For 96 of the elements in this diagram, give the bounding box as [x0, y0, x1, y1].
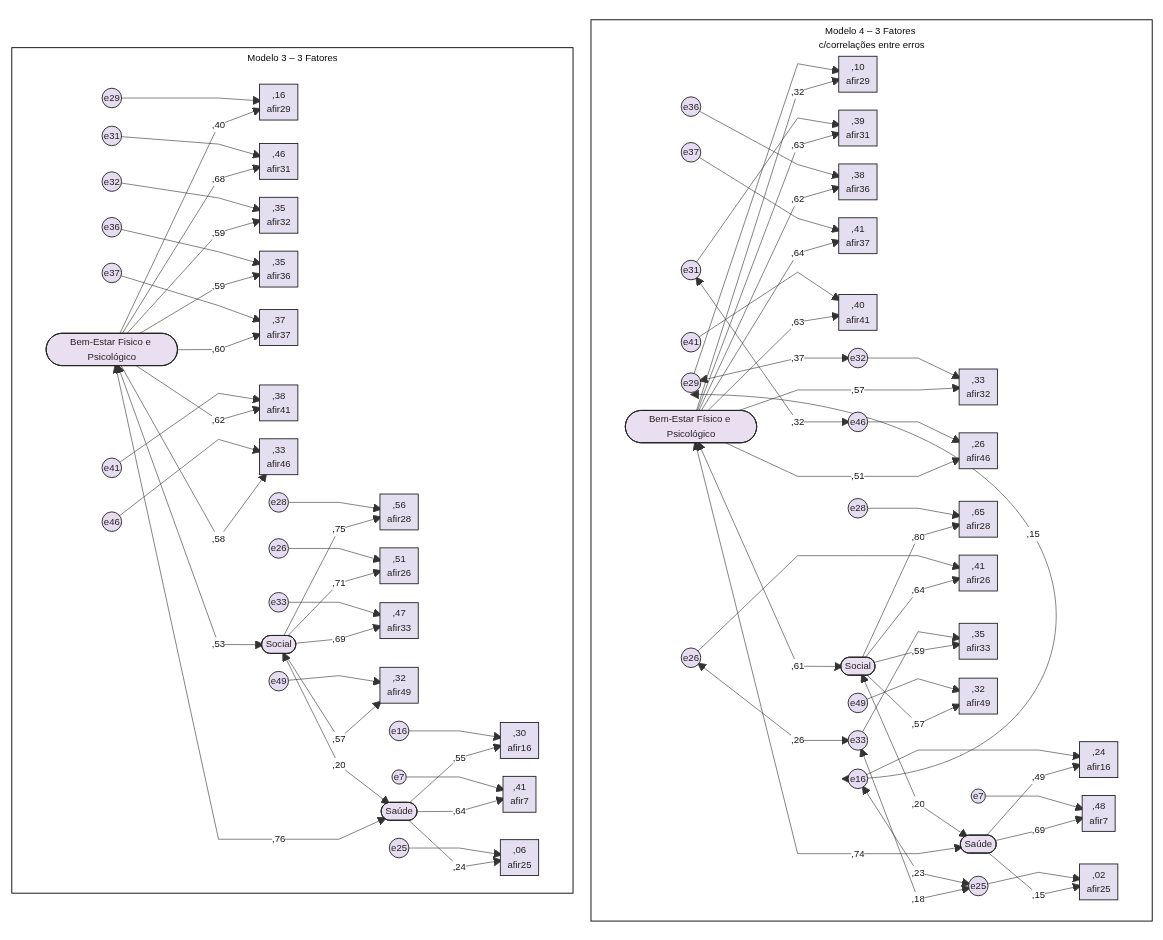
- edge-label: ,75: [331, 523, 346, 534]
- edge-label: ,59: [910, 645, 925, 656]
- node-circle: e37: [680, 141, 701, 163]
- node-circle: e33: [267, 591, 289, 613]
- node-box: ,30 afir16: [499, 721, 539, 759]
- edge-label: ,59: [211, 280, 225, 291]
- edge-label: ,57: [331, 733, 346, 744]
- node-box: ,26 afir46: [958, 431, 998, 469]
- node-circle: e29: [101, 87, 122, 108]
- node-box: ,33 afir46: [258, 437, 298, 475]
- edge-label: ,32: [790, 85, 804, 96]
- edge-label: ,64: [452, 805, 466, 816]
- node-circle: e25: [967, 875, 988, 896]
- node-circle: e36: [101, 216, 122, 238]
- node-box: ,38 afir41: [258, 384, 298, 421]
- node-box: ,06 afir25: [499, 838, 539, 876]
- node-circle: e7: [970, 788, 986, 804]
- node-circle: e41: [101, 457, 122, 478]
- node-box: ,24 afir16: [1078, 740, 1118, 778]
- node-box: ,32 afir49: [379, 666, 419, 704]
- edge-label: ,61: [790, 660, 804, 671]
- node-box: ,65 afir28: [958, 500, 998, 538]
- node-circle: e37: [101, 262, 122, 283]
- node-box: ,48 afir7: [1081, 794, 1116, 832]
- edge-label: ,60: [211, 343, 225, 354]
- edge-label: ,59: [211, 226, 225, 237]
- node-circle: e31: [101, 125, 122, 146]
- node-circle: e46: [101, 511, 122, 532]
- edge-label: ,57: [850, 384, 865, 395]
- edge-label: ,69: [1031, 824, 1045, 835]
- node-box: ,02 afir25: [1078, 863, 1118, 900]
- edge-label: ,18: [910, 893, 925, 904]
- node-box: ,47 afir33: [379, 601, 419, 639]
- node-box: ,38 afir36: [837, 163, 877, 200]
- edge-label: ,32: [790, 416, 804, 427]
- edge-label: ,62: [211, 414, 225, 425]
- edge-label: ,80: [910, 530, 925, 541]
- edge-label: ,15: [1026, 528, 1040, 539]
- edge-label: ,49: [1031, 771, 1045, 782]
- edge-label: ,68: [211, 172, 225, 184]
- edge-label: ,20: [910, 797, 925, 808]
- node-circle: e31: [680, 259, 701, 280]
- edge-label: ,69: [331, 633, 346, 644]
- node-circle: e32: [847, 347, 868, 368]
- edge-label: ,40: [211, 119, 225, 130]
- node-box: ,51 afir26: [379, 546, 419, 584]
- edge-label: ,24: [452, 861, 466, 872]
- node-circle: e49: [267, 670, 289, 691]
- node-box: ,46 afir31: [258, 142, 298, 180]
- edge-label: ,53: [211, 638, 225, 649]
- edge-label: ,71: [331, 577, 346, 588]
- edge-label: ,58: [211, 532, 225, 543]
- node-circle: e25: [388, 837, 409, 858]
- node-box: ,39 afir31: [837, 109, 877, 146]
- node-box: ,41 afir7: [502, 775, 536, 813]
- node-circle: e49: [847, 692, 868, 713]
- node-box: ,40 afir41: [837, 293, 877, 331]
- node-box: ,35 afir32: [258, 196, 298, 234]
- node-circle: e41: [680, 331, 701, 352]
- node-box: ,16 afir29: [258, 83, 298, 121]
- edge-label: ,76: [271, 833, 285, 844]
- edge-label: ,57: [910, 718, 925, 729]
- node-circle: e28: [847, 497, 868, 519]
- node-box: ,32 afir49: [958, 677, 998, 715]
- edge-label: ,55: [452, 752, 466, 763]
- edge-label: ,63: [790, 316, 804, 327]
- edge-label: ,26: [790, 734, 804, 745]
- node-circle: e16: [388, 720, 409, 741]
- node-circle: e7: [391, 768, 407, 785]
- node-box: ,10 afir29: [837, 55, 877, 93]
- edge-label: ,15: [1031, 889, 1045, 900]
- edge-label: ,51: [850, 470, 865, 481]
- node-box: ,33 afir32: [958, 368, 998, 405]
- node-circle: e32: [101, 170, 122, 192]
- edge-label: ,64: [910, 584, 925, 595]
- node-box: ,41 afir26: [958, 554, 998, 591]
- node-circle: e26: [680, 647, 701, 668]
- node-box: ,56 afir28: [379, 493, 419, 530]
- edge-label: ,74: [850, 847, 865, 859]
- edge-label: ,23: [910, 867, 925, 878]
- edge-label: ,63: [790, 139, 804, 150]
- node-box: ,35 afir33: [958, 622, 998, 660]
- node-circle: e28: [267, 491, 289, 513]
- edge-label: ,37: [790, 352, 804, 363]
- edge-label: ,20: [331, 759, 346, 770]
- node-circle: e29: [680, 372, 701, 393]
- edge-label: ,62: [790, 193, 804, 204]
- node-circle: e26: [267, 537, 289, 559]
- node-box: ,37 afir37: [258, 308, 298, 346]
- node-circle: e36: [680, 95, 701, 117]
- edge-label: ,64: [790, 247, 804, 258]
- node-circle: e46: [847, 411, 868, 432]
- node-circle: e33: [847, 729, 868, 751]
- node-circle: e16: [847, 768, 868, 789]
- node-box: ,41 afir37: [837, 216, 877, 254]
- node-box: ,35 afir36: [258, 250, 298, 288]
